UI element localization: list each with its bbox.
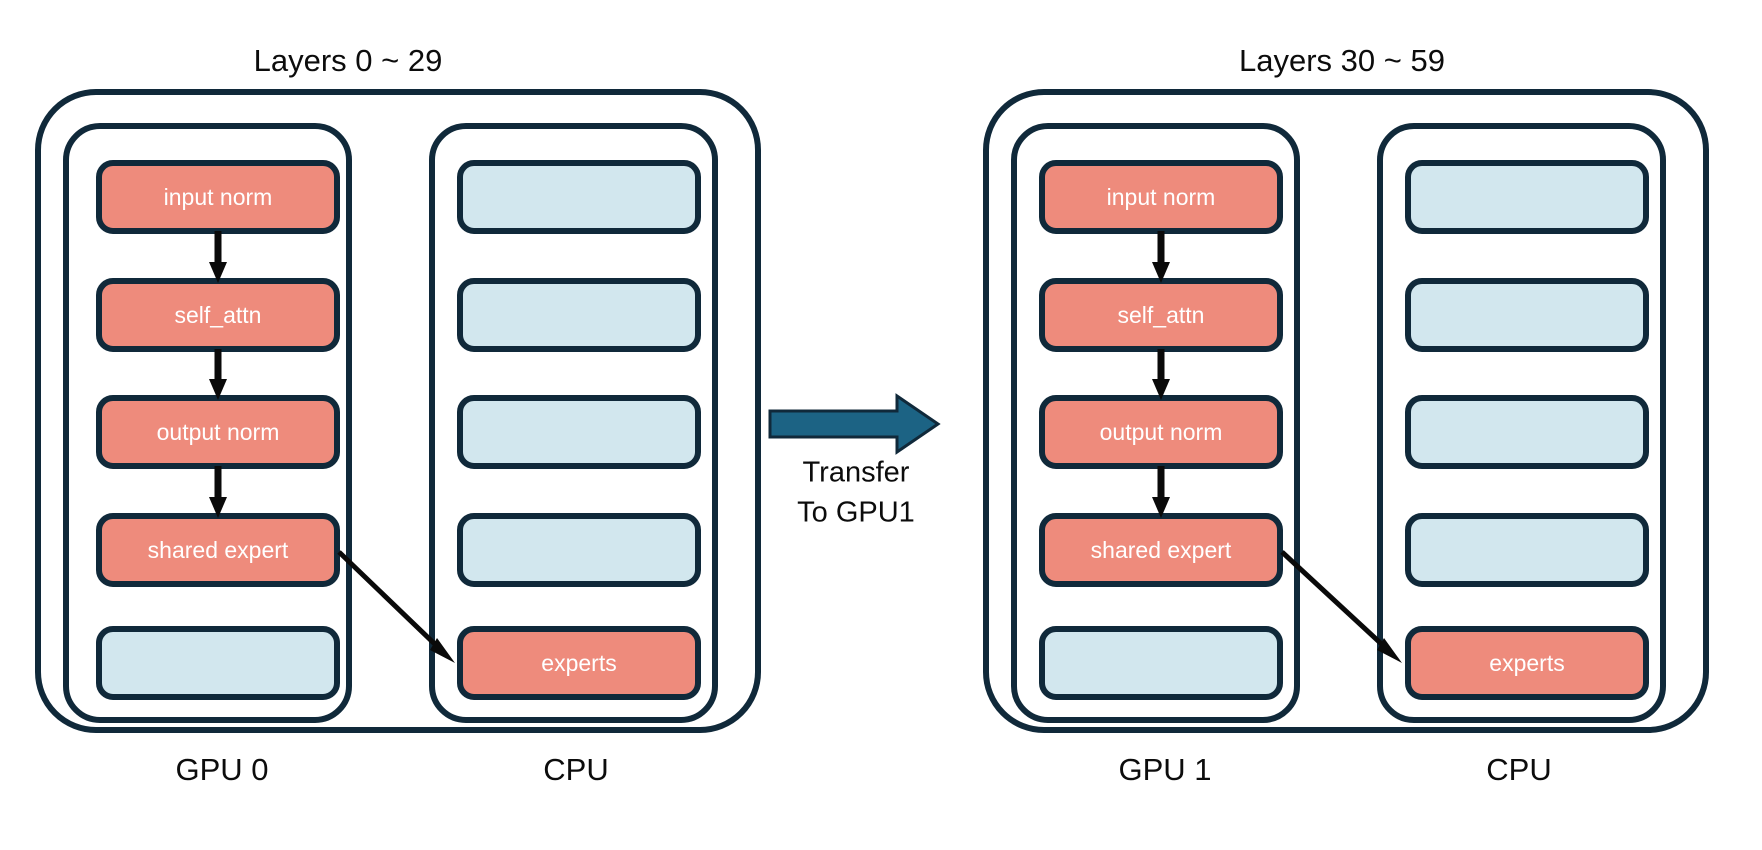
cpu1-block-1-shape[interactable] (1405, 278, 1649, 352)
panel-right-outer-container (983, 89, 1709, 733)
column-cpu0: experts (429, 123, 718, 723)
gpu0-block-1[interactable]: self_attn (96, 278, 340, 352)
gpu1-block-0[interactable]: input norm (1039, 160, 1283, 234)
transfer-arrow-group: Transfer To GPU1 (768, 393, 941, 529)
cpu1-block-1[interactable] (1405, 278, 1649, 352)
gpu0-block-4-shape[interactable] (96, 626, 340, 700)
cpu1-block-4[interactable]: experts (1405, 626, 1649, 700)
cpu0-block-0-shape[interactable] (457, 160, 701, 234)
gpu0-block-3[interactable]: shared expert (96, 513, 340, 587)
cpu0-block-4-label: experts (541, 650, 616, 676)
gpu1-block-0-label: input norm (1107, 184, 1216, 210)
gpu1-flow-arrow-0 (1152, 231, 1170, 283)
column-cpu1: experts (1377, 123, 1666, 723)
panel-left-outer-container (35, 89, 761, 733)
gpu0-flow-arrow-0 (209, 231, 227, 283)
cpu1-block-3[interactable] (1405, 513, 1649, 587)
gpu1-flow-arrow-2 (1152, 466, 1170, 518)
gpu1-block-1-label: self_attn (1118, 302, 1205, 328)
transfer-label-line1: Transfer (803, 457, 910, 489)
gpu1-block-2-label: output norm (1100, 419, 1223, 445)
gpu0-block-2[interactable]: output norm (96, 395, 340, 469)
transfer-arrow-icon (768, 393, 941, 455)
cpu1-block-3-shape[interactable] (1405, 513, 1649, 587)
gpu1-to-cpu1-expert-arrow (1280, 550, 1402, 663)
gpu0-flow-arrow-1 (209, 349, 227, 400)
panel-right-title: Layers 30 ~ 59 (1239, 43, 1445, 78)
cpu0-block-3-shape[interactable] (457, 513, 701, 587)
gpu1-block-3[interactable]: shared expert (1039, 513, 1283, 587)
panel-left-title: Layers 0 ~ 29 (254, 43, 443, 78)
cpu0-column-frame (429, 123, 718, 723)
column-gpu0: input norm self_attn output norm shared … (63, 123, 352, 723)
gpu1-block-2[interactable]: output norm (1039, 395, 1283, 469)
gpu0-to-cpu0-expert-arrow (337, 550, 455, 663)
cpu0-block-3[interactable] (457, 513, 701, 587)
cpu1-block-4-shape[interactable] (1405, 626, 1649, 700)
gpu1-flow-arrow-1 (1152, 349, 1170, 400)
gpu1-block-4[interactable] (1039, 626, 1283, 700)
cpu0-zone-label: CPU (543, 752, 608, 787)
gpu1-zone-label: GPU 1 (1118, 752, 1211, 787)
gpu1-column-frame (1011, 123, 1300, 723)
cpu1-column-frame (1377, 123, 1666, 723)
cpu0-block-1-shape[interactable] (457, 278, 701, 352)
gpu0-block-0-label: input norm (164, 184, 273, 210)
cpu1-zone-label: CPU (1486, 752, 1551, 787)
gpu0-zone-label: GPU 0 (175, 752, 268, 787)
cpu1-block-2-shape[interactable] (1405, 395, 1649, 469)
cpu1-block-0[interactable] (1405, 160, 1649, 234)
gpu0-block-3-label: shared expert (148, 537, 289, 563)
cpu0-block-4[interactable]: experts (457, 626, 701, 700)
cpu0-block-4-shape[interactable] (457, 626, 701, 700)
panel-right: Layers 30 ~ 59 input norm self_attn outp… (983, 43, 1709, 787)
gpu0-block-2-label: output norm (157, 419, 280, 445)
gpu0-block-1-label: self_attn (175, 302, 262, 328)
transfer-label-line2: To GPU1 (797, 497, 915, 529)
cpu1-block-2[interactable] (1405, 395, 1649, 469)
gpu0-column-frame (63, 123, 352, 723)
cpu0-block-1[interactable] (457, 278, 701, 352)
panel-left: Layers 0 ~ 29 input norm self_attn outpu… (35, 43, 761, 787)
cpu1-block-0-shape[interactable] (1405, 160, 1649, 234)
gpu0-block-4[interactable] (96, 626, 340, 700)
cpu0-block-2-shape[interactable] (457, 395, 701, 469)
cpu1-block-4-label: experts (1489, 650, 1564, 676)
gpu1-block-3-label: shared expert (1091, 537, 1232, 563)
gpu1-block-1[interactable]: self_attn (1039, 278, 1283, 352)
cpu0-block-2[interactable] (457, 395, 701, 469)
gpu0-block-0[interactable]: input norm (96, 160, 340, 234)
cpu0-block-0[interactable] (457, 160, 701, 234)
gpu1-block-4-shape[interactable] (1039, 626, 1283, 700)
column-gpu1: input norm self_attn output norm shared … (1011, 123, 1300, 723)
gpu0-flow-arrow-2 (209, 466, 227, 518)
